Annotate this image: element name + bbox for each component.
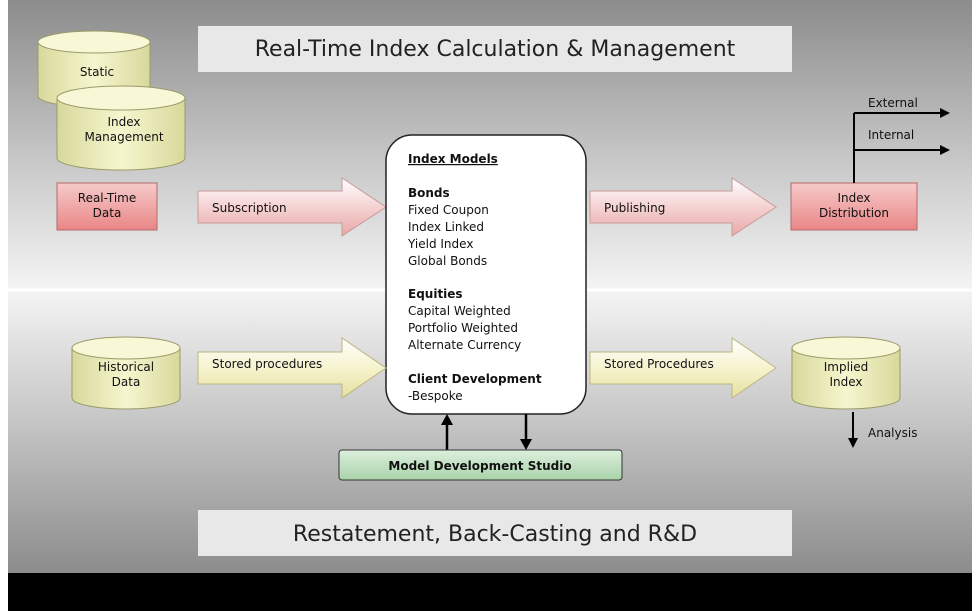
stored-procedures-out-arrow: Stored Procedures [589, 337, 777, 399]
equity-item: Alternate Currency [408, 338, 521, 352]
model-development-studio-label: Model Development Studio [388, 459, 571, 473]
implied-index-database: Implied Index [791, 336, 901, 410]
index-distribution-box: Index Distribution [790, 182, 918, 231]
distribution-outputs: External Internal [853, 96, 950, 183]
realtime-data-label-1: Real-Time [78, 191, 136, 205]
top-title: Real-Time Index Calculation & Management [255, 37, 736, 62]
index-management-label-2: Management [84, 130, 163, 144]
bottom-title-banner [198, 510, 792, 556]
bond-item: Global Bonds [408, 254, 487, 268]
historical-data-database: Historical Data [71, 336, 181, 410]
model-development-studio-box: Model Development Studio [338, 449, 623, 481]
index-distribution-label-2: Distribution [819, 206, 889, 220]
top-title-banner [198, 26, 792, 72]
implied-index-label-2: Index [829, 375, 862, 389]
analysis-label: Analysis [868, 426, 917, 440]
studio-connectors [441, 414, 532, 450]
bond-item: Index Linked [408, 220, 484, 234]
static-database-label: Static [80, 65, 114, 79]
publishing-arrow: Publishing [589, 177, 777, 237]
index-management-database: Index Management [56, 85, 186, 171]
index-management-label-1: Index [107, 115, 140, 129]
index-models-heading: Index Models [408, 152, 498, 166]
equity-item: Portfolio Weighted [408, 321, 518, 335]
realtime-data-box: Real-Time Data [56, 182, 158, 231]
external-label: External [868, 96, 918, 110]
bonds-heading: Bonds [408, 186, 450, 200]
bottom-title: Restatement, Back-Casting and R&D [293, 522, 697, 547]
subscription-arrow: Subscription [197, 177, 387, 237]
index-models-box: Index Models Bonds Fixed Coupon Index Li… [385, 134, 587, 415]
stored-procedures-in-label: Stored procedures [212, 357, 322, 371]
realtime-data-label-2: Data [93, 206, 122, 220]
internal-label: Internal [868, 128, 914, 142]
equities-heading: Equities [408, 287, 463, 301]
implied-index-label-1: Implied [824, 360, 869, 374]
client-item: -Bespoke [408, 389, 463, 403]
historical-data-label-2: Data [112, 375, 141, 389]
publishing-label: Publishing [604, 201, 665, 215]
footer-bar [8, 573, 972, 611]
equity-item: Capital Weighted [408, 304, 511, 318]
stored-procedures-in-arrow: Stored procedures [197, 337, 387, 399]
historical-data-label-1: Historical [98, 360, 154, 374]
bond-item: Yield Index [407, 237, 473, 251]
subscription-label: Subscription [212, 201, 287, 215]
stored-procedures-out-label: Stored Procedures [604, 357, 714, 371]
client-development-heading: Client Development [408, 372, 542, 386]
bond-item: Fixed Coupon [408, 203, 489, 217]
index-distribution-label-1: Index [837, 191, 870, 205]
analysis-arrow: Analysis [848, 412, 917, 448]
